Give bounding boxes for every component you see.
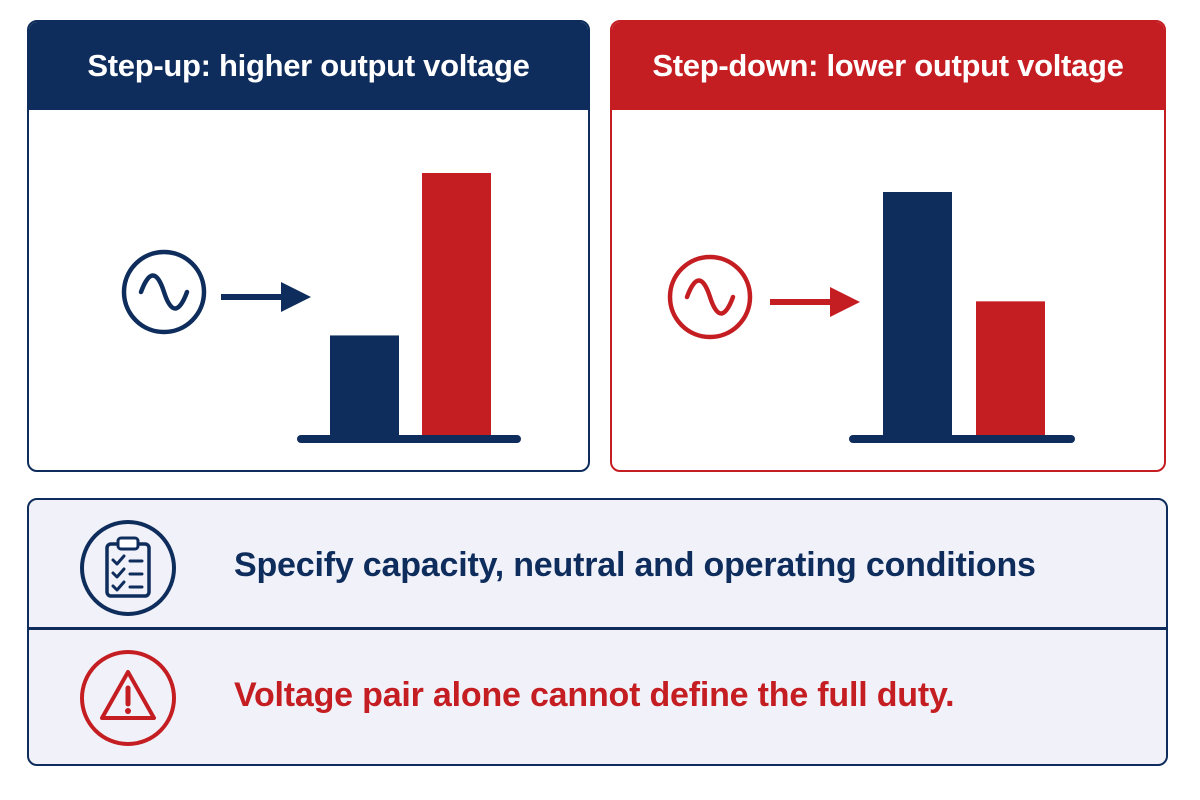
notes-divider xyxy=(29,627,1166,630)
step-up-diagram xyxy=(121,173,521,443)
output-voltage-bar xyxy=(976,301,1045,435)
step-up-title: Step-up: higher output voltage xyxy=(87,48,530,83)
ac-source-icon xyxy=(667,254,753,340)
specify-note-row: Specify capacity, neutral and operating … xyxy=(29,500,1166,630)
ac-sine-wave xyxy=(138,273,190,311)
warning-note-row: Voltage pair alone cannot define the ful… xyxy=(29,630,1166,760)
ac-source-circle xyxy=(667,254,753,340)
warning-note-text: Voltage pair alone cannot define the ful… xyxy=(234,675,955,714)
input-voltage-bar xyxy=(883,192,952,435)
step-up-bars xyxy=(330,173,491,435)
ac-sine-wave xyxy=(684,278,736,316)
bar-baseline xyxy=(849,435,1075,443)
clipboard-checklist-icon xyxy=(80,520,176,616)
warning-triangle-icon xyxy=(80,650,176,746)
input-voltage-bar xyxy=(330,335,399,435)
arrow-head xyxy=(281,282,311,312)
notes-box: Specify capacity, neutral and operating … xyxy=(27,498,1168,766)
arrow-right-icon xyxy=(221,282,311,312)
step-down-header: Step-down: lower output voltage xyxy=(612,22,1164,110)
step-down-bars xyxy=(883,192,1045,435)
step-down-panel: Step-down: lower output voltage xyxy=(610,20,1166,472)
output-voltage-bar xyxy=(422,173,491,435)
step-up-header: Step-up: higher output voltage xyxy=(29,22,588,110)
step-up-panel: Step-up: higher output voltage xyxy=(27,20,590,472)
arrow-head xyxy=(830,287,860,317)
step-down-diagram xyxy=(667,192,1075,443)
arrow-right-icon xyxy=(770,287,860,317)
ac-source-circle xyxy=(121,249,207,335)
bar-baseline xyxy=(297,435,521,443)
ac-source-icon xyxy=(121,249,207,335)
specify-note-text: Specify capacity, neutral and operating … xyxy=(234,545,1036,584)
step-down-title: Step-down: lower output voltage xyxy=(652,48,1124,83)
